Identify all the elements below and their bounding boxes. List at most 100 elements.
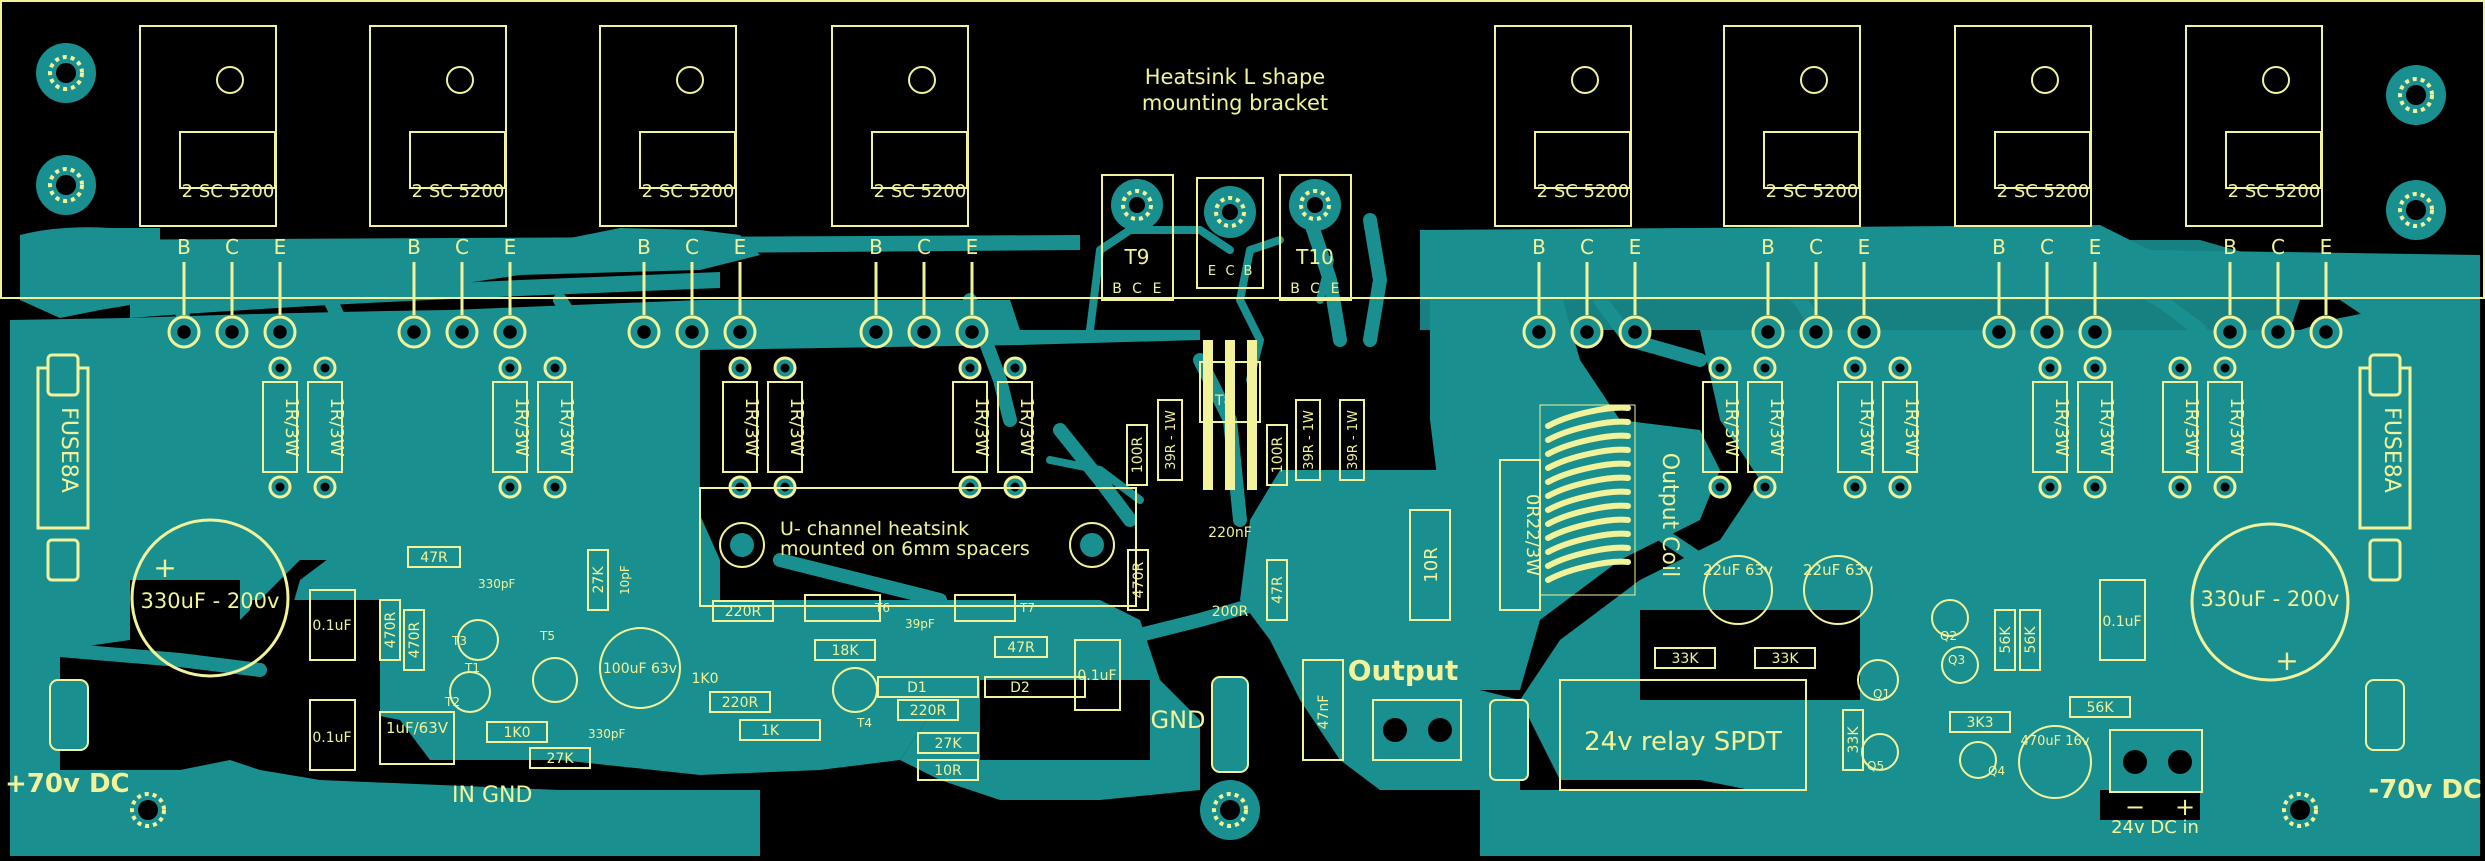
input-label: IN GND <box>452 783 532 808</box>
emitter-resistor-14: 1R/3W <box>2077 356 2117 499</box>
res-39r-a: 39R - 1W <box>1164 410 1179 470</box>
cap-330pf-a: 330pF <box>478 577 516 591</box>
heatsink-bracket-outline: Heatsink L shape mounting bracket <box>0 0 2485 299</box>
emitter-resistor-15: 1R/3W <box>2162 356 2202 499</box>
transistor-part-label: 2 SC 5200 <box>2228 181 2321 202</box>
emitter-resistor-12: 1R/3W <box>1882 356 1922 499</box>
pin-label-b: B <box>1992 235 2006 259</box>
small-transistors: T3 T2 T1 T5 T4 T6 T7 Q1 Q2 Q3 Q4 Q5 <box>444 594 2005 779</box>
emitter-resistor-9: 1R/3W <box>1702 356 1742 499</box>
relay-label: 24v relay SPDT <box>1584 727 1782 757</box>
rail-neg-label: -70v DC <box>2368 775 2482 805</box>
fuse-left: FUSE8A <box>36 353 90 582</box>
main-cap-right-label: 330uF - 200v <box>2201 587 2340 611</box>
cap-1uf: 1uF/63V <box>386 719 449 737</box>
res-18k: 18K <box>832 643 860 659</box>
t2-label: T2 <box>444 695 460 709</box>
cap-0u1-right: 0.1uF <box>2102 614 2141 630</box>
rail-labels: +70v DC -70v DC IN GND <box>5 769 2482 808</box>
rail-pos-label: +70v DC <box>5 769 130 799</box>
t10-pin-b: B <box>1290 281 1300 297</box>
bias-transistor-t8: E C B T8 <box>1196 177 1264 423</box>
relay-supply-label: 24v DC in <box>2111 817 2199 838</box>
pin-label-e: E <box>1629 235 1642 259</box>
t8-pin-c: C <box>1225 264 1234 279</box>
cap-0u1-mid: 0.1uF <box>1077 668 1116 684</box>
q5-label: Q5 <box>1867 759 1884 773</box>
t7-label: T7 <box>1019 601 1035 615</box>
pin-label-e: E <box>2320 235 2333 259</box>
fuse-right-label: FUSE8A <box>2379 407 2404 493</box>
t10-pin-e: E <box>1331 281 1340 297</box>
bracket-note-line-2: mounting bracket <box>1142 91 1328 115</box>
pin-label-c: C <box>1580 235 1594 259</box>
t3-label: T3 <box>451 634 467 648</box>
emitter-resistor-label: 1R/3W <box>1856 397 1877 456</box>
main-cap-right: + 330uF - 200v <box>2190 522 2350 682</box>
diode-d1-label: D1 <box>907 680 927 696</box>
emitter-resistor-7: 1R/3W <box>952 356 992 499</box>
res-56k-c: 56K <box>2023 626 2039 654</box>
emitter-resistor-label: 1R/3W <box>2226 397 2247 456</box>
transistor-part-label: 2 SC 5200 <box>1997 181 2090 202</box>
pin-label-c: C <box>225 235 239 259</box>
pin-label-e: E <box>274 235 287 259</box>
res-10r-a: 10R <box>934 763 962 779</box>
res-27k-c: 27K <box>591 566 607 594</box>
q3-label: Q3 <box>1948 653 1965 667</box>
relay-minus: − <box>2125 793 2145 821</box>
uchannel-note-line-2: mounted on 6mm spacers <box>780 538 1030 560</box>
cap-470uf: 470uF 16v <box>2021 734 2090 749</box>
fuse-right: FUSE8A <box>2358 353 2412 582</box>
emitter-resistor-label: 1R/3W <box>2096 397 2117 456</box>
t9-label: T9 <box>1124 245 1150 269</box>
transistor-part-label: 2 SC 5200 <box>642 181 735 202</box>
transistor-part-label: 2 SC 5200 <box>182 181 275 202</box>
cap-39pf: 39pF <box>905 617 935 631</box>
res-0r22: 0R22/3W <box>1522 494 1543 576</box>
res-39r-c: 39R - 1W <box>1346 410 1361 470</box>
emitter-resistor-label: 1R/3W <box>281 397 302 456</box>
emitter-resistor-label: 1R/3W <box>556 397 577 456</box>
cap-47nf: 47nF <box>1316 695 1332 730</box>
emitter-resistor-label: 1R/3W <box>2051 397 2072 456</box>
svg-text:+: + <box>2275 644 2298 677</box>
relay-plus: + <box>2175 793 2195 821</box>
pin-label-b: B <box>1761 235 1775 259</box>
t4-label: T4 <box>856 716 872 730</box>
res-1k: 1K <box>761 723 780 739</box>
res-47r-a: 47R <box>420 550 448 566</box>
res-220r-c: 220R <box>910 703 947 719</box>
cap-22uf-b: 22uF 63v <box>1803 561 1873 579</box>
cap-220nf: 220nF <box>1208 525 1252 541</box>
emitter-resistor-5: 1R/3W <box>722 356 762 499</box>
res-33k-b: 33K <box>1772 651 1800 667</box>
t10-label: T10 <box>1295 245 1334 269</box>
pin-label-e: E <box>1858 235 1871 259</box>
q2-label: Q2 <box>1940 629 1957 643</box>
small-resistors: 47R 47R 220R 220R 220R 1K 1K0 1K0 18K 27… <box>379 399 2131 781</box>
res-33k-a: 33K <box>1672 651 1700 667</box>
pin-label-e: E <box>734 235 747 259</box>
cap-22uf-a: 22uF 63v <box>1703 561 1773 579</box>
t5-label: T5 <box>539 629 555 643</box>
pin-label-c: C <box>2040 235 2054 259</box>
emitter-resistor-13: 1R/3W <box>2032 356 2072 499</box>
t1-label: T1 <box>464 661 480 675</box>
pin-label-e: E <box>966 235 979 259</box>
q1-label: Q1 <box>1873 687 1890 701</box>
gnd-label: GND <box>1150 706 1205 734</box>
emitter-resistor-label: 1R/3W <box>1721 397 1742 456</box>
bracket-note-line-1: Heatsink L shape <box>1145 65 1325 89</box>
output-coil-label: Output Coil <box>1657 453 1682 577</box>
emitter-resistor-label: 1R/3W <box>511 397 532 456</box>
small-caps: 0.1uF 0.1uF 0.1uF 0.1uF 100uF 63v 1uF/63… <box>309 525 2146 799</box>
res-200r: 200R <box>1212 604 1249 620</box>
emitter-resistor-11: 1R/3W <box>1837 356 1877 499</box>
